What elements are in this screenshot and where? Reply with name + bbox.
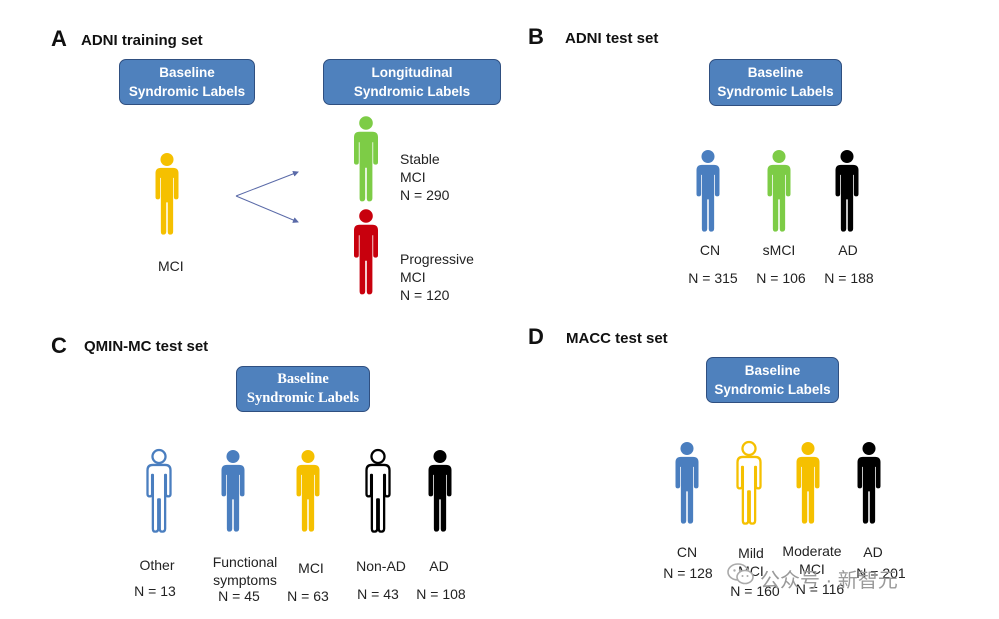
box-line-2: Syndromic Labels: [128, 84, 246, 99]
label-line: Moderate: [782, 543, 842, 559]
panel-b-ad-person-icon: [824, 145, 870, 237]
panel-b-smci-person-icon: [756, 145, 802, 237]
panel-d-letter: D: [528, 324, 544, 349]
panel-d-moderate-label: Moderate MCI: [782, 542, 841, 578]
panel-a-baseline-box: Baseline Syndromic Labels: [119, 59, 255, 105]
panel-c-other-count: N = 13: [134, 583, 176, 599]
panel-d-cn-person-icon: [664, 436, 710, 530]
panel-a-stable-person-icon: [342, 114, 390, 204]
panel-c-nonad-label: Non-AD: [356, 558, 406, 574]
panel-d-moderate-count: N = 116: [795, 581, 845, 597]
panel-b-smci-label: sMCI: [762, 242, 796, 258]
box-line-2: Syndromic Labels: [717, 84, 834, 99]
panel-c-nonad-person-icon: [355, 444, 401, 538]
panel-c-mci-label: MCI: [298, 560, 324, 576]
label-line: N = 290: [400, 187, 450, 203]
panel-b-ad-count: N = 188: [824, 270, 874, 286]
box-line-2: Syndromic Labels: [353, 84, 471, 99]
box-line-1: Baseline: [277, 371, 329, 387]
box-line-1: Baseline: [744, 363, 801, 378]
panel-d-ad-person-icon: [846, 436, 892, 530]
panel-c-baseline-box: Baseline Syndromic Labels: [236, 366, 370, 412]
panel-d-moderate-person-icon: [785, 436, 831, 530]
panel-b-letter: B: [528, 24, 544, 49]
panel-b-ad-label: AD: [838, 242, 858, 258]
panel-a-mci-label: MCI: [158, 258, 184, 274]
panel-c-functional-label: Functional symptoms: [213, 553, 278, 589]
panel-b-cn-label: CN: [699, 242, 721, 258]
panel-d-mild-count: N = 160: [730, 583, 780, 599]
panel-c-functional-person-icon: [210, 444, 256, 538]
panel-d-cn-label: CN: [676, 544, 698, 560]
label-line: MCI: [400, 169, 426, 185]
label-line: symptoms: [213, 572, 277, 588]
panel-c-other-label: Other: [139, 557, 175, 573]
box-line-2: Syndromic Labels: [714, 382, 831, 397]
label-line: MCI: [799, 561, 825, 577]
panel-a-stable-label: Stable MCI N = 290: [400, 150, 449, 204]
panel-c-other-person-icon: [136, 444, 182, 538]
panel-a-letter: A: [51, 26, 67, 51]
panel-c-ad-label: AD: [429, 558, 449, 574]
panel-c-functional-count: N = 45: [218, 588, 260, 604]
label-line: Stable: [400, 151, 440, 167]
panel-c-ad-person-icon: [417, 444, 463, 538]
panel-b-cn-person-icon: [685, 145, 731, 237]
panel-c-title: QMIN-MC test set: [84, 338, 209, 355]
panel-d-mild-person-icon: [726, 436, 772, 530]
panel-d-ad-label: AD: [863, 544, 883, 560]
panel-c-letter: C: [51, 333, 67, 358]
panel-c-nonad-count: N = 43: [357, 586, 399, 602]
panel-d-baseline-box: Baseline Syndromic Labels: [706, 357, 839, 403]
panel-a-title: ADNI training set: [81, 32, 203, 49]
panel-c-mci-person-icon: [285, 444, 331, 538]
label-line: MCI: [400, 269, 426, 285]
box-line-1: Longitudinal: [371, 65, 453, 80]
panel-d-title: MACC test set: [566, 330, 668, 347]
panel-a-progressive-person-icon: [342, 206, 390, 298]
panel-b-baseline-box: Baseline Syndromic Labels: [709, 59, 842, 106]
label-line: Mild: [738, 545, 764, 561]
panel-a-mci-person-icon: [144, 148, 190, 240]
panel-b-cn-count: N = 315: [688, 270, 738, 286]
panel-c-ad-count: N = 108: [416, 586, 466, 602]
label-line: N = 120: [400, 287, 450, 303]
panel-d-ad-count: N = 201: [856, 565, 906, 581]
watermark-text: 公众号 · 新智元: [760, 570, 898, 592]
panel-c-mci-count: N = 63: [287, 588, 329, 604]
label-line: Progressive: [400, 251, 474, 267]
panel-a-longitudinal-box: Longitudinal Syndromic Labels: [323, 59, 501, 105]
box-line-2: Syndromic Labels: [246, 390, 360, 406]
panel-b-title: ADNI test set: [565, 30, 659, 47]
panel-d-cn-count: N = 128: [663, 565, 713, 581]
panel-a-progressive-label: Progressive MCI N = 120: [400, 250, 474, 304]
panel-b-smci-count: N = 106: [756, 270, 806, 286]
box-line-1: Baseline: [159, 65, 215, 80]
box-line-1: Baseline: [747, 65, 804, 80]
wechat-icon: [727, 563, 754, 585]
label-line: Functional: [212, 554, 278, 570]
